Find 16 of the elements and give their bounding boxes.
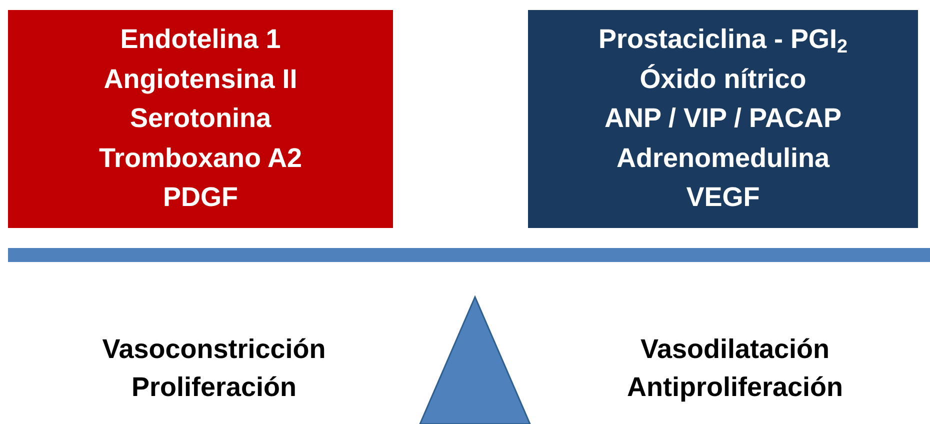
substance-name: Serotonina xyxy=(130,102,271,136)
substance-name: Adrenomedulina xyxy=(616,142,830,175)
effect-label: Vasodilatación xyxy=(640,333,830,366)
substance-name: Tromboxano A2 xyxy=(98,142,302,175)
substance-name: Angiotensina II xyxy=(104,62,298,96)
substance-box xyxy=(528,10,918,228)
substance-name: Endotelina 1 xyxy=(120,23,281,56)
substance-name: Prostaciclina - PGI$_{2}$ xyxy=(598,23,848,60)
substance-name: Óxido nítrico xyxy=(640,62,806,96)
effect-label: Vasoconstricción xyxy=(102,333,326,366)
effect-label: Proliferación xyxy=(131,371,297,404)
substance-box xyxy=(8,10,393,228)
substance-name: PDGF xyxy=(162,181,238,214)
substance-name: VEGF xyxy=(686,181,760,214)
substance-name: ANP / VIP / PACAP xyxy=(604,102,842,136)
effect-label: Antiproliferación xyxy=(627,371,843,404)
